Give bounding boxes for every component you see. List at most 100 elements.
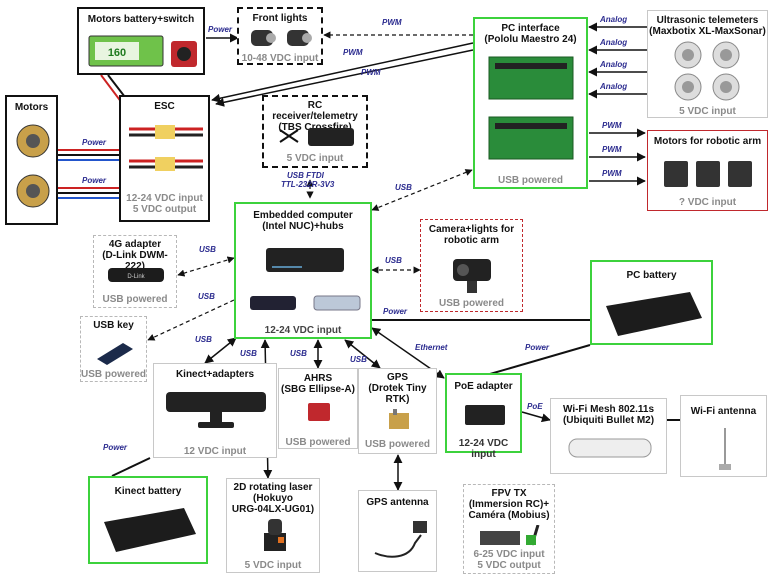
node-kinect: Kinect+adapters 12 VDC input [153, 363, 277, 458]
node-note: 12-24 VDC input [458, 438, 509, 460]
node-pc-battery: PC battery [590, 260, 713, 345]
edge-label: Power [208, 25, 233, 34]
edge-label: Power [383, 307, 408, 316]
node-front-lights: Front lights 10-48 VDC input [237, 7, 323, 65]
edge-label-line: TTL-232R-3V3 [281, 180, 335, 189]
gps-antenna-icon [374, 521, 427, 558]
edge-pwm-esc-2 [215, 49, 474, 107]
node-usb-key: USB key USB powered [80, 316, 147, 382]
node-title: PoE adapter [454, 381, 513, 392]
node-esc: ESC 12-24 VDC input 5 VDC output [119, 95, 210, 222]
edge-label: USB [290, 349, 307, 358]
modem-label: D-Link [127, 274, 145, 280]
edge-label: PWM [382, 18, 402, 27]
edge-label: Analog [599, 15, 627, 24]
node-ahrs: AHRS (SBG Ellipse-A) USB powered [278, 368, 358, 449]
node-motors: Motors [5, 95, 58, 225]
node-note: 12-24 VDC input 5 VDC output [126, 193, 203, 215]
node-note: USB powered [285, 437, 351, 448]
node-title: Wi-Fi Mesh 802.11s (Ubiquiti Bullet M2) [562, 404, 655, 426]
edge-label: USB [198, 292, 215, 301]
edge-label: PWM [343, 48, 363, 57]
edge-label: Power [82, 138, 107, 147]
node-kinect-battery: Kinect battery [88, 476, 208, 564]
node-camera-arm: Camera+lights for robotic arm USB powere… [420, 219, 523, 312]
esc-icon [129, 125, 203, 171]
node-title: ESC [154, 101, 175, 112]
edge-pwm-esc-1 [211, 42, 474, 103]
node-title: FPV TX (Immersion RC)+ Caméra (Mobius) [468, 488, 550, 521]
edge-label: USB [350, 355, 367, 364]
node-title: 2D rotating laser (Hokuyo URG-04LX-UG01) [231, 482, 315, 515]
node-title: Front lights [252, 13, 308, 24]
node-title: RC receiver/telemetry (TBS Crossfire) [272, 100, 358, 133]
edge-label: Power [82, 176, 107, 185]
usb-key-icon [97, 343, 133, 365]
edge-label: Analog [599, 60, 627, 69]
node-note: USB powered [81, 369, 147, 380]
node-ultrasonic: Ultrasonic telemeters (Maxbotix XL-MaxSo… [647, 10, 768, 118]
edge-label: Power [103, 443, 128, 452]
edge-labels: Power PWM PWM PWM Power Power Analog Ana… [82, 15, 627, 452]
camera-icon [453, 259, 491, 293]
node-title: Ultrasonic telemeters (Maxbotix XL-MaxSo… [649, 15, 766, 37]
node-note: 6-25 VDC input 5 VDC output [473, 549, 545, 571]
node-title: Motors [14, 102, 49, 113]
node-note: USB powered [364, 439, 430, 450]
fpv-transmitter-icon [480, 525, 540, 546]
poe-adapter-icon [465, 405, 505, 425]
edge-label: PWM [602, 169, 622, 178]
servo-icon [664, 161, 752, 187]
node-note: 5 VDC input [244, 560, 302, 571]
node-gps-antenna: GPS antenna [358, 490, 437, 572]
edge-label: PWM [602, 121, 622, 130]
edge-label: PWM [361, 68, 381, 77]
node-note: 5 VDC input [679, 106, 736, 117]
node-embedded-computer: Embedded computer (Intel NUC)+hubs 12-24… [234, 202, 372, 339]
node-note: 5 VDC input [286, 153, 344, 164]
node-wifi-antenna: Wi-Fi antenna [680, 395, 767, 477]
node-title: USB key [93, 320, 134, 331]
antenna-icon [719, 428, 731, 470]
edge-label: USB [199, 245, 216, 254]
node-title: PC interface (Pololu Maestro 24) [484, 23, 577, 45]
kinect-icon [166, 392, 266, 428]
node-note: 10-48 VDC input [241, 53, 319, 64]
node-motors-arm: Motors for robotic arm ? VDC input [647, 130, 768, 211]
node-laser: 2D rotating laser (Hokuyo URG-04LX-UG01)… [226, 478, 320, 573]
edge-label: USB FTDI TTL-232R-3V3 [281, 171, 335, 189]
gps-module-icon [389, 409, 409, 429]
node-title: Embedded computer (Intel NUC)+hubs [253, 210, 353, 232]
edge-label: USB [195, 335, 212, 344]
edge-label: Ethernet [415, 343, 448, 352]
edge-label-line: USB FTDI [287, 171, 325, 180]
usb-modem-icon: D-Link [108, 268, 164, 282]
edge-label: Analog [599, 82, 627, 91]
node-title: AHRS (SBG Ellipse-A) [281, 373, 355, 395]
node-fpv-tx: FPV TX (Immersion RC)+ Caméra (Mobius) 6… [463, 484, 555, 574]
node-note: USB powered [438, 298, 504, 309]
ahrs-icon [308, 403, 330, 421]
receiver-icon [279, 128, 354, 146]
node-gps: GPS (Drotek Tiny RTK) USB powered [358, 368, 437, 454]
node-title: PC battery [626, 270, 677, 281]
node-note: USB powered [497, 175, 563, 186]
node-title: GPS (Drotek Tiny RTK) [368, 372, 427, 405]
node-title: Kinect battery [114, 486, 182, 497]
node-title: Kinect+adapters [175, 369, 255, 380]
node-note: ? VDC input [678, 197, 737, 208]
switch-icon [171, 41, 197, 67]
node-poe-adapter: PoE adapter 12-24 VDC input [445, 373, 522, 460]
ultrasonic-sensor-icon [674, 41, 740, 101]
edge-label: PoE [527, 402, 543, 411]
node-title: Wi-Fi antenna [690, 406, 757, 417]
battery-label: 160 [108, 47, 126, 59]
node-4g-adapter: 4G adapter (D-Link DWM-222) D-Link USB p… [93, 235, 177, 308]
node-wifi-mesh: Wi-Fi Mesh 802.11s (Ubiquiti Bullet M2) [550, 398, 667, 474]
edge-label: USB [240, 349, 257, 358]
battery-pack-icon [606, 292, 702, 336]
usb-hub-icon [250, 295, 361, 311]
motor-icon [16, 124, 50, 208]
node-title: Motors battery+switch [87, 14, 195, 25]
node-title: Motors for robotic arm [653, 136, 762, 147]
